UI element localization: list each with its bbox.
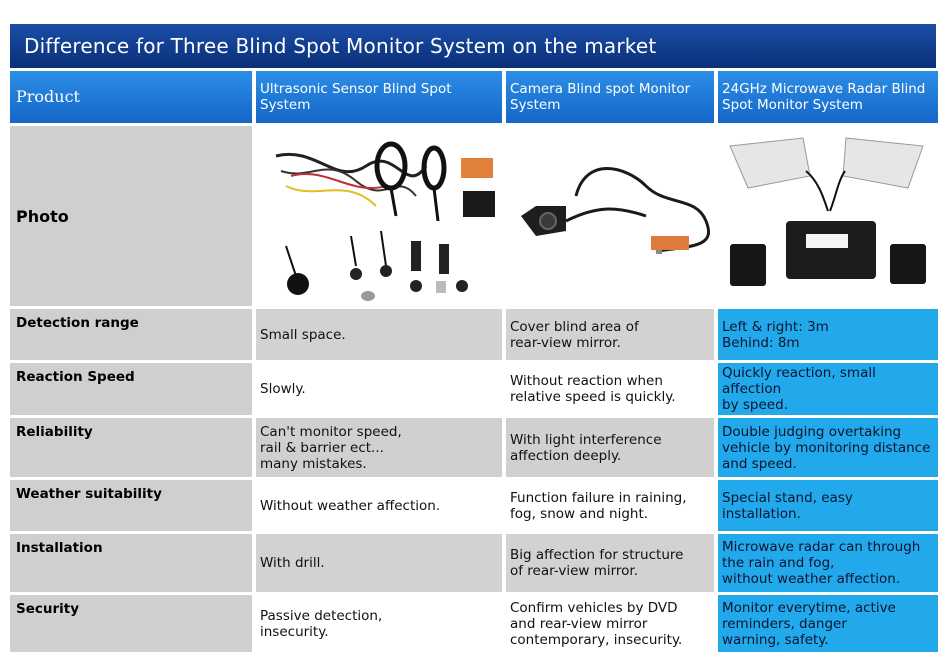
security-radar: Monitor everytime, active reminders, dan… xyxy=(718,595,938,652)
reliability-ultrasonic: Can't monitor speed, rail & barrier ect.… xyxy=(256,418,502,477)
weather-ultrasonic: Without weather affection. xyxy=(256,480,502,531)
security-camera: Confirm vehicles by DVD and rear-view mi… xyxy=(506,595,714,652)
header-ultrasonic: Ultrasonic Sensor Blind Spot System xyxy=(256,71,502,123)
radar-kit-photo xyxy=(718,126,938,306)
row-label-reliability: Reliability xyxy=(10,418,252,477)
row-label-photo: Photo xyxy=(10,126,252,306)
detection-radar: Left & right: 3m Behind: 8m xyxy=(718,309,938,360)
installation-radar: Microwave radar can through the rain and… xyxy=(718,534,938,592)
camera-module-image xyxy=(506,126,714,306)
detection-ultrasonic: Small space. xyxy=(256,309,502,360)
row-label-reaction-speed: Reaction Speed xyxy=(10,363,252,415)
comparison-table: Product Ultrasonic Sensor Blind Spot Sys… xyxy=(10,71,938,652)
header-camera: Camera Blind spot Monitor System xyxy=(506,71,714,123)
weather-camera: Function failure in raining, fog, snow a… xyxy=(506,480,714,531)
row-label-security: Security xyxy=(10,595,252,652)
header-radar: 24GHz Microwave Radar Blind Spot Monitor… xyxy=(718,71,938,123)
installation-camera: Big affection for structure of rear-view… xyxy=(506,534,714,592)
camera-module-photo xyxy=(506,126,714,306)
row-label-weather-suitability: Weather suitability xyxy=(10,480,252,531)
ultrasonic-kit-image xyxy=(256,126,502,306)
page-title: Difference for Three Blind Spot Monitor … xyxy=(10,24,936,68)
row-label-detection-range: Detection range xyxy=(10,309,252,360)
radar-kit-image xyxy=(718,126,938,306)
reaction-radar: Quickly reaction, small affection by spe… xyxy=(718,363,938,415)
weather-radar: Special stand, easy installation. xyxy=(718,480,938,531)
ultrasonic-kit-photo xyxy=(256,126,502,306)
reliability-radar: Double judging overtaking vehicle by mon… xyxy=(718,418,938,477)
installation-ultrasonic: With drill. xyxy=(256,534,502,592)
reaction-camera: Without reaction when relative speed is … xyxy=(506,363,714,415)
detection-camera: Cover blind area of rear-view mirror. xyxy=(506,309,714,360)
reaction-ultrasonic: Slowly. xyxy=(256,363,502,415)
header-product: Product xyxy=(10,71,252,123)
row-label-installation: Installation xyxy=(10,534,252,592)
reliability-camera: With light interference affection deeply… xyxy=(506,418,714,477)
security-ultrasonic: Passive detection, insecurity. xyxy=(256,595,502,652)
